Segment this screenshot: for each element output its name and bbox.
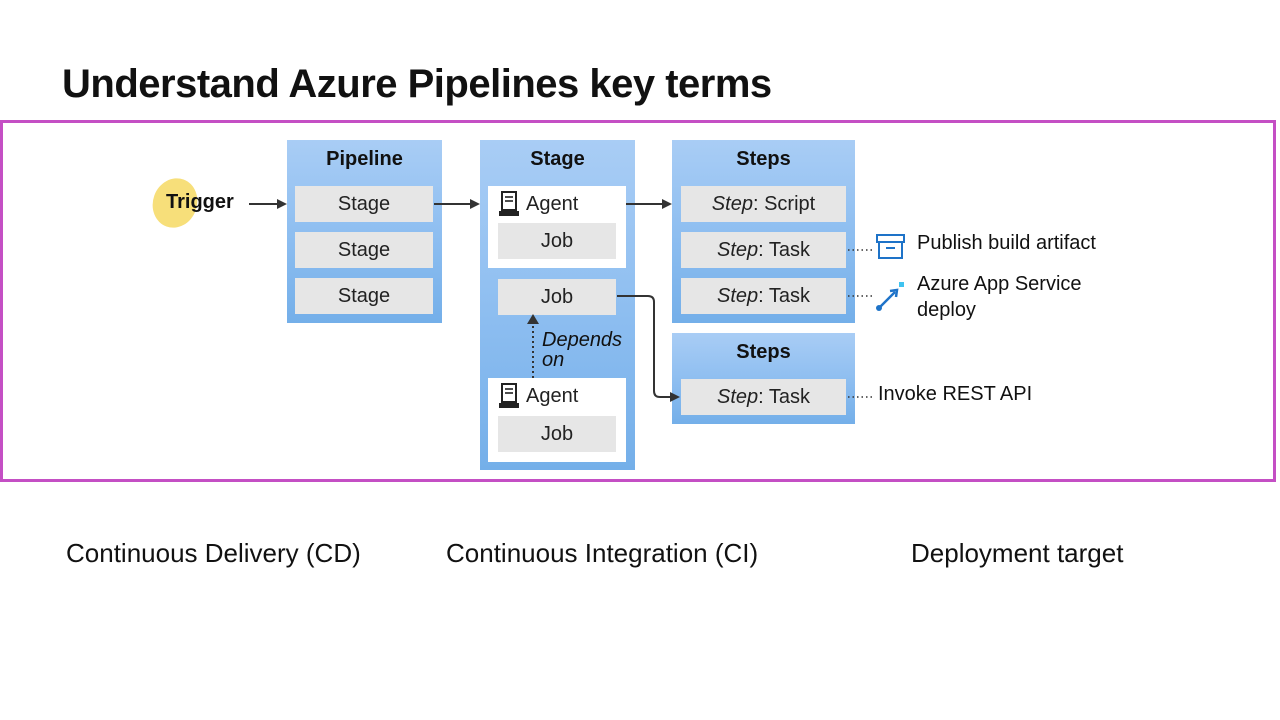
stage-job-1: Job (498, 223, 616, 259)
depends-line2: on (542, 349, 565, 371)
step-suffix: : Task (758, 284, 811, 307)
diagram-frame (0, 120, 1276, 482)
agent-box-2: Agent Job (488, 378, 626, 462)
stage-panel: Stage Agent Job Job Depends on Agent (480, 140, 635, 470)
agent-row-1: Agent (498, 191, 578, 217)
step-prefix: Step (711, 192, 753, 215)
label-deployment-target: Deployment target (911, 538, 1124, 568)
step-prefix: Step (716, 284, 759, 307)
trigger-label: Trigger (166, 191, 234, 213)
target-rest-api: Invoke REST API (878, 383, 1033, 405)
stage-job-3: Job (498, 416, 616, 452)
steps-panel-2: Steps Step: Task (672, 333, 855, 424)
step-task-1: Step: Task (681, 232, 846, 268)
target-azure-app-service: Azure App Service deploy (917, 271, 1082, 323)
target-publish-artifact: Publish build artifact (917, 232, 1096, 254)
step-task-3: Step: Task (681, 379, 846, 415)
agent-label-1: Agent (526, 192, 579, 215)
step-suffix: : Script (752, 192, 816, 215)
agent-server-icon (499, 191, 519, 216)
depends-line1: Depends (542, 329, 623, 351)
pipeline-stage-3: Stage (295, 278, 433, 314)
pipeline-stage-1: Stage (295, 186, 433, 222)
agent-row-2: Agent (498, 383, 578, 409)
step-suffix: : Task (758, 385, 811, 408)
target-azure-line2: deploy (917, 299, 976, 321)
steps-title-2: Steps (736, 341, 791, 363)
stage-title: Stage (530, 148, 585, 170)
label-continuous-integration: Continuous Integration (CI) (446, 538, 759, 568)
agent-label-2: Agent (526, 384, 579, 407)
artifact-box-icon (876, 234, 905, 259)
steps-title-1: Steps (736, 148, 791, 170)
depends-on-arrowhead (527, 314, 539, 324)
pipeline-stage-2: Stage (295, 232, 433, 268)
step-script: Step: Script (681, 186, 846, 222)
pipeline-panel: Pipeline Stage Stage Stage (287, 140, 442, 323)
step-suffix: : Task (758, 238, 811, 261)
azure-app-service-icon (876, 282, 904, 311)
stage-job-2: Job (498, 279, 616, 315)
depends-on-label: Depends on (542, 330, 622, 370)
pipeline-title: Pipeline (326, 148, 403, 170)
arrow-job-to-steps2 (617, 295, 680, 402)
label-continuous-delivery: Continuous Delivery (CD) (66, 538, 361, 568)
step-prefix: Step (716, 238, 759, 261)
steps-panel-1: Steps Step: Script Step: Task Step: Task (672, 140, 855, 323)
step-prefix: Step (716, 385, 759, 408)
page-title: Understand Azure Pipelines key terms (62, 62, 772, 106)
target-azure-line1: Azure App Service (917, 273, 1082, 295)
step-task-2: Step: Task (681, 278, 846, 314)
agent-server-icon (499, 383, 519, 408)
agent-box-1: Agent Job (488, 186, 626, 268)
